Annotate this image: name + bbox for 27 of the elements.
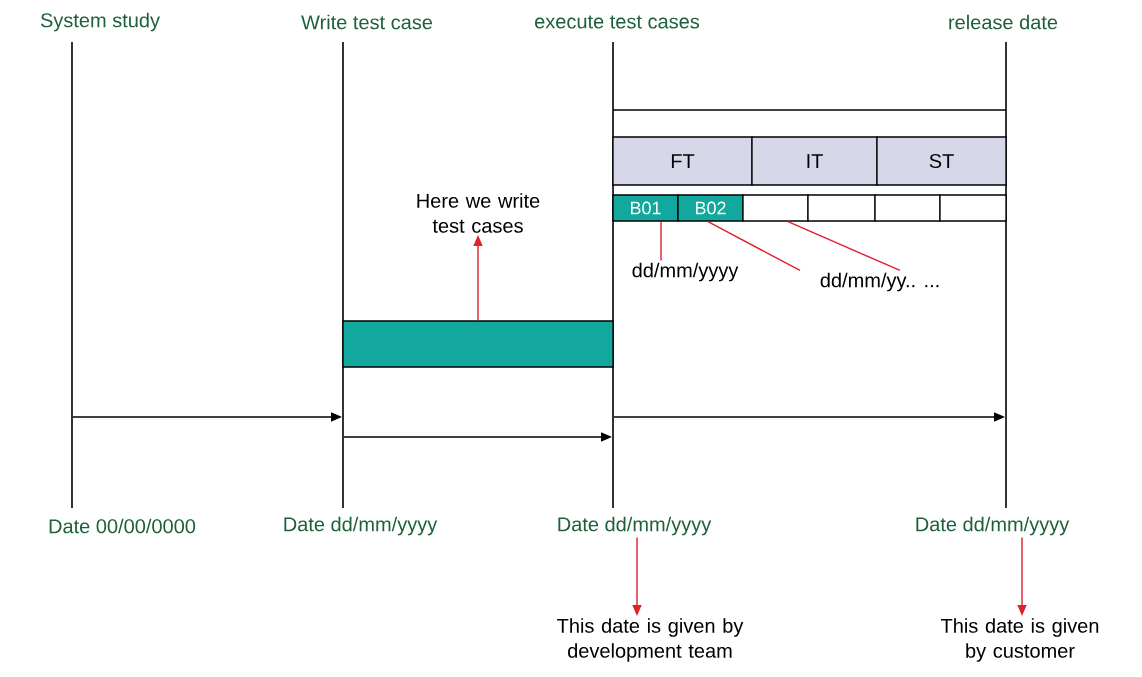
date-label: Date 00/00/0000 (49, 518, 196, 534)
build-cell: B01 (612, 194, 679, 222)
progress-bar (342, 320, 614, 368)
build-cell: B02 (677, 194, 744, 222)
milestone-label: Write test case (301, 14, 433, 30)
date-label: Date dd/mm/yyyy (916, 516, 1070, 536)
note-text: This date is given by development team (557, 618, 744, 662)
date-text: dd/mm/yy.. ... (820, 272, 939, 292)
build-cell (874, 194, 941, 222)
build-cell (742, 194, 809, 222)
leader-line (787, 220, 901, 272)
build-cell (807, 194, 876, 222)
note-text: Here we write test cases (417, 193, 540, 233)
note-text: This date is given by customer (941, 618, 1099, 662)
date-label: Date dd/mm/yyyy (558, 516, 712, 536)
build-cell (939, 194, 1007, 222)
date-label: Date dd/mm/yyyy (284, 516, 438, 536)
phase-box: FT (612, 136, 753, 186)
milestone-label: execute test cases (535, 15, 700, 29)
leader-line (660, 220, 662, 262)
milestone-label: release date (949, 14, 1058, 30)
milestone-line (71, 42, 73, 508)
date-text: dd/mm/yyyy (632, 262, 739, 282)
milestone-label: System study (40, 12, 160, 32)
leader-line (707, 220, 801, 272)
phase-box: IT (751, 136, 878, 186)
phase-box: ST (876, 136, 1007, 186)
